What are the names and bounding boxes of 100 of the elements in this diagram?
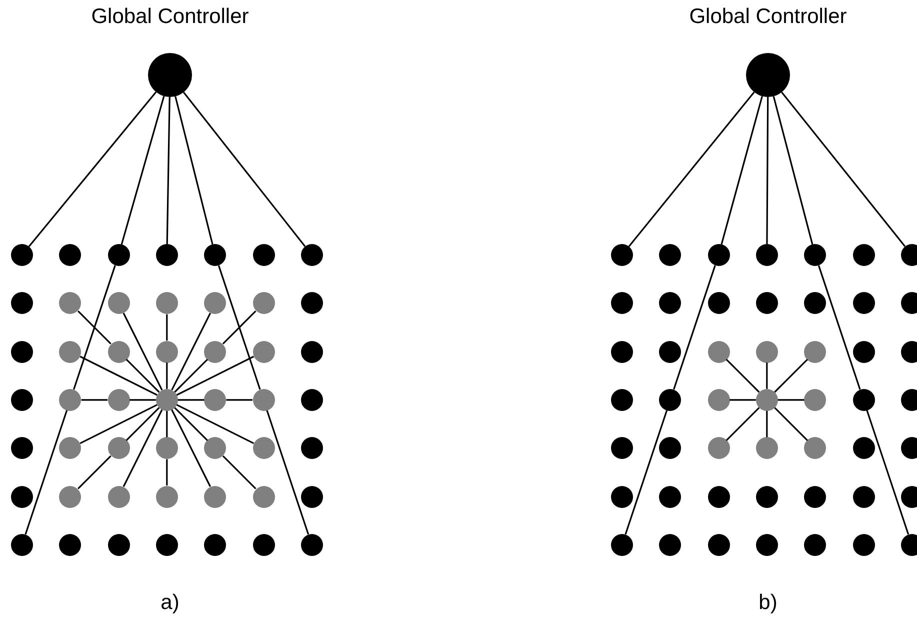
grid-dot bbox=[11, 340, 33, 363]
connector-line bbox=[80, 356, 158, 396]
connector-line bbox=[726, 407, 760, 441]
grid-dot bbox=[156, 244, 178, 266]
grid-dot bbox=[804, 244, 826, 266]
grid-dot bbox=[11, 244, 33, 266]
grid-dot bbox=[756, 244, 778, 266]
grid-dot bbox=[156, 340, 178, 363]
grid-dot bbox=[204, 292, 226, 314]
connector-line bbox=[720, 96, 763, 245]
connector-line bbox=[78, 455, 112, 490]
grid-dot bbox=[156, 437, 178, 460]
grid-dot bbox=[708, 388, 730, 411]
connector-line bbox=[130, 399, 156, 401]
grid-dot bbox=[300, 437, 323, 460]
connector-line bbox=[126, 358, 160, 393]
grid-dot bbox=[204, 244, 226, 266]
grid-dot bbox=[204, 388, 226, 411]
connector-line bbox=[178, 399, 204, 401]
grid-dot bbox=[11, 437, 33, 460]
connector-line bbox=[818, 265, 861, 390]
grid-dot bbox=[252, 340, 274, 363]
grid-dot bbox=[204, 340, 226, 363]
grid-dot bbox=[659, 534, 682, 556]
grid-dot bbox=[900, 340, 917, 363]
grid-dot bbox=[59, 292, 82, 314]
grid-dot bbox=[804, 388, 826, 411]
connector-line bbox=[122, 312, 163, 390]
grid-dot bbox=[59, 437, 82, 460]
grid-dot bbox=[900, 486, 917, 508]
connector-line bbox=[126, 407, 160, 441]
panel-label: a) bbox=[160, 590, 180, 616]
grid-dot bbox=[11, 486, 33, 508]
connector-line bbox=[176, 356, 254, 396]
grid-dot bbox=[300, 244, 323, 266]
grid-dot bbox=[756, 388, 778, 411]
grid-dot bbox=[852, 244, 874, 266]
connector-line bbox=[726, 358, 760, 393]
grid-dot bbox=[108, 388, 130, 411]
grid-dot bbox=[59, 534, 82, 556]
grid-dot bbox=[852, 292, 874, 314]
grid-dot bbox=[900, 244, 917, 266]
connector-line bbox=[174, 96, 214, 245]
grid-dot bbox=[708, 340, 730, 363]
connector-line bbox=[766, 410, 768, 438]
connector-line bbox=[624, 410, 668, 535]
grid-dot bbox=[300, 388, 323, 411]
grid-dot bbox=[252, 244, 274, 266]
grid-dot bbox=[852, 437, 874, 460]
grid-dot bbox=[756, 534, 778, 556]
grid-dot bbox=[900, 437, 917, 460]
connector-line bbox=[174, 358, 208, 393]
grid-dot bbox=[804, 534, 826, 556]
grid-dot bbox=[300, 486, 323, 508]
grid-dot bbox=[11, 388, 33, 411]
connector-line bbox=[218, 265, 261, 390]
connector-line bbox=[80, 404, 158, 444]
controller-label: Global Controller bbox=[90, 4, 250, 30]
grid-dot bbox=[108, 437, 130, 460]
grid-dot bbox=[11, 534, 33, 556]
connector-line bbox=[772, 96, 814, 245]
grid-dot bbox=[108, 244, 130, 266]
grid-dot bbox=[611, 437, 633, 460]
connector-line bbox=[222, 455, 256, 490]
connector-line bbox=[174, 407, 208, 441]
grid-dot bbox=[11, 292, 33, 314]
grid-dot bbox=[59, 486, 82, 508]
grid-dot bbox=[852, 340, 874, 363]
grid-dot bbox=[756, 340, 778, 363]
panel-label: b) bbox=[758, 590, 778, 616]
grid-dot bbox=[252, 437, 274, 460]
grid-dot bbox=[59, 244, 82, 266]
grid-dot bbox=[659, 486, 682, 508]
connector-line bbox=[78, 310, 112, 344]
grid-dot bbox=[852, 486, 874, 508]
connector-line bbox=[166, 362, 168, 389]
connector-line bbox=[24, 410, 68, 535]
grid-dot bbox=[659, 340, 682, 363]
grid-dot bbox=[611, 486, 633, 508]
grid-dot bbox=[156, 534, 178, 556]
grid-dot bbox=[59, 340, 82, 363]
grid-dot bbox=[611, 340, 633, 363]
controller-label: Global Controller bbox=[688, 4, 848, 30]
grid-dot bbox=[804, 437, 826, 460]
connector-line bbox=[166, 96, 170, 244]
grid-dot bbox=[611, 534, 633, 556]
connector-line bbox=[120, 96, 165, 245]
grid-dot bbox=[708, 534, 730, 556]
connector-line bbox=[73, 265, 116, 390]
grid-dot bbox=[300, 534, 323, 556]
grid-dot bbox=[252, 486, 274, 508]
grid-dot bbox=[108, 340, 130, 363]
grid-dot bbox=[900, 388, 917, 411]
grid-dot bbox=[252, 292, 274, 314]
connector-line bbox=[766, 97, 769, 244]
grid-dot bbox=[804, 486, 826, 508]
connector-line bbox=[171, 312, 211, 390]
grid-dot bbox=[204, 486, 226, 508]
grid-dot bbox=[659, 388, 682, 411]
connector-line bbox=[81, 399, 108, 401]
